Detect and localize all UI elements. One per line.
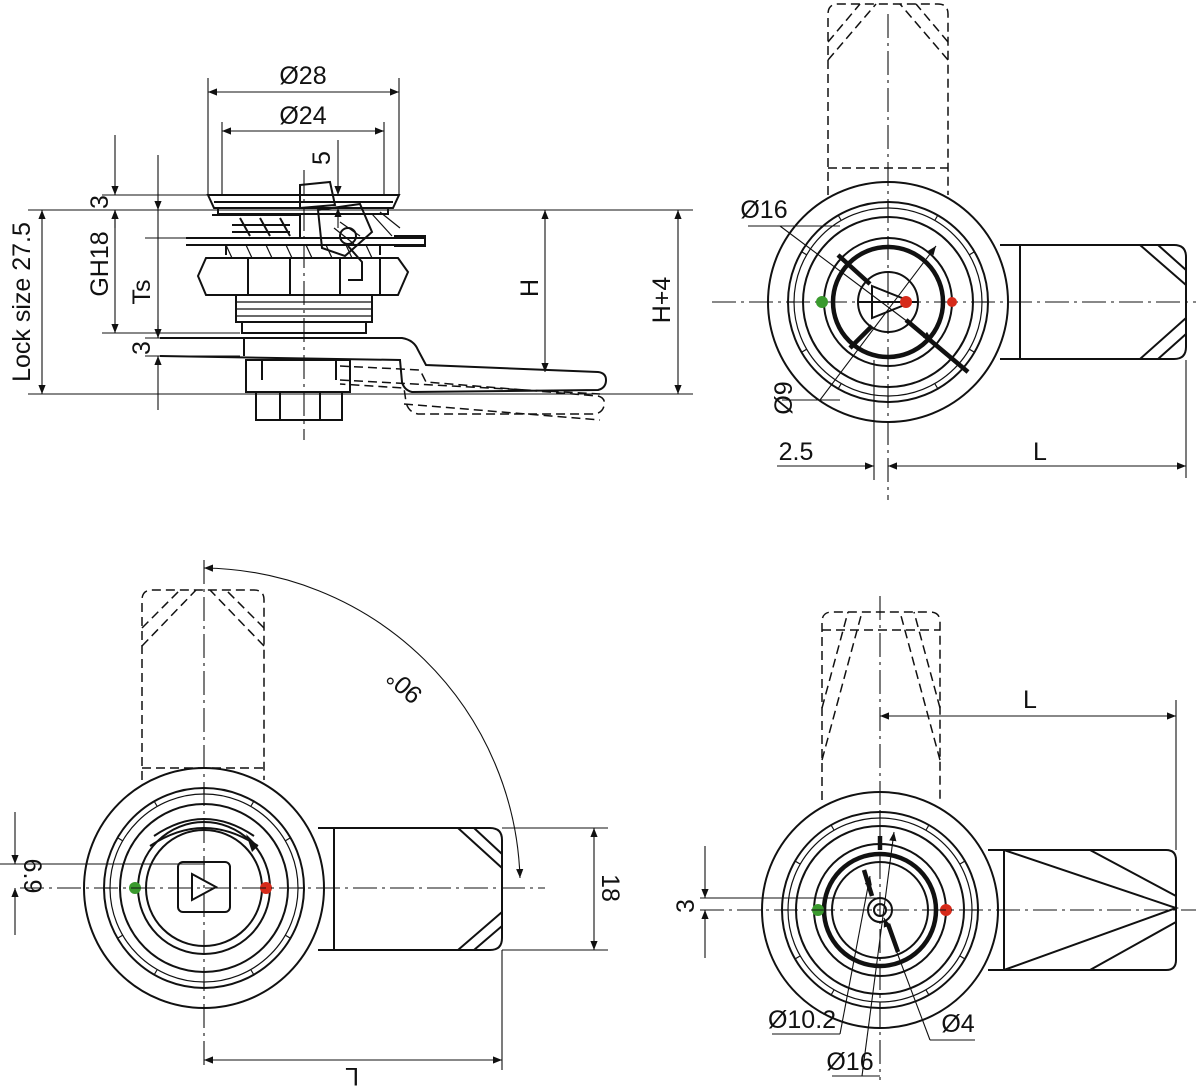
dim-inner-diameter: Ø24 xyxy=(279,102,326,130)
dim-thread: GH18 xyxy=(86,231,114,296)
dim-width-front: 18 xyxy=(596,874,624,902)
dim-height: H xyxy=(516,279,544,297)
dim-lock-size: Lock size 27.5 xyxy=(8,222,36,382)
lock-indicator-icon-2 xyxy=(947,297,957,307)
dim-ts: Ts xyxy=(128,280,156,305)
rear-view: Ø16 Ø9 2.5 L xyxy=(712,3,1196,500)
dim-cam-thickness: 3 xyxy=(128,341,156,355)
dim-outer-diameter: Ø28 xyxy=(279,62,326,90)
dim-length: L xyxy=(1033,438,1047,466)
dim-diameter-c: Ø16 xyxy=(826,1048,873,1076)
dim-offset-front: 6.9 xyxy=(18,859,46,894)
dim-flange-thickness: 3 xyxy=(86,195,114,209)
dim-core-diameter: Ø9 xyxy=(770,381,798,414)
dim-length-front: L xyxy=(345,1062,359,1087)
dim-diameter-b: Ø4 xyxy=(941,1010,974,1038)
dim-offset: 2.5 xyxy=(779,438,814,466)
dim-rotation-angle: 90° xyxy=(381,663,428,709)
rear-view-alt: L 3 Ø10.2 Ø4 Ø16 xyxy=(672,596,1196,1080)
dim-height-plus: H+4 xyxy=(648,277,676,324)
lock-indicator-icon xyxy=(900,296,912,308)
side-view: Ø28 Ø24 xyxy=(8,62,693,440)
front-view: 90° 6.9 18 L xyxy=(0,560,624,1087)
dim-diameter-a: Ø10.2 xyxy=(768,1006,836,1034)
unlock-indicator-icon xyxy=(816,296,828,308)
dim-cylinder-diameter: Ø16 xyxy=(740,196,787,224)
dim-top-offset: 5 xyxy=(308,151,336,165)
dim-offset-alt: 3 xyxy=(672,899,700,913)
dim-length-alt: L xyxy=(1023,686,1037,714)
